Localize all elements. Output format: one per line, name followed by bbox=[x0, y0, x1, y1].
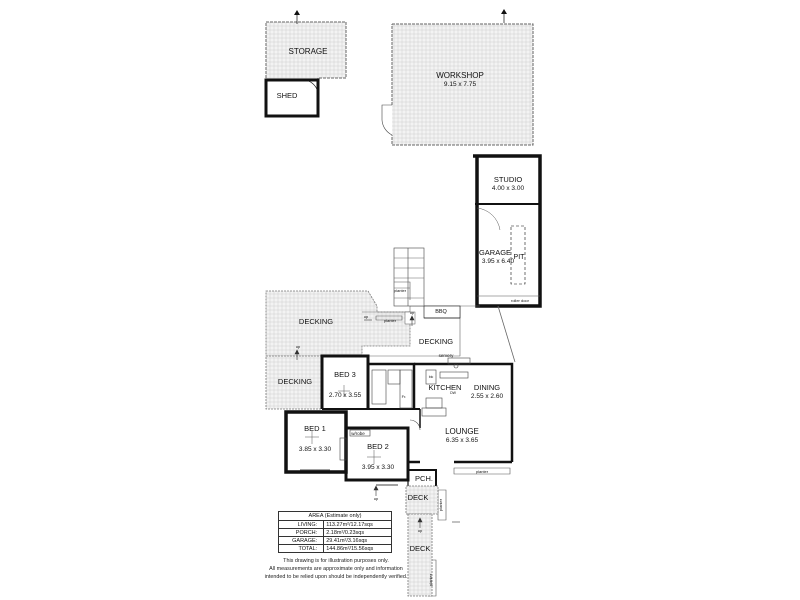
up-label-3: up bbox=[364, 314, 369, 319]
kitchen-label: KITCHEN bbox=[429, 383, 462, 392]
dining-dims: 2.55 x 2.60 bbox=[471, 393, 504, 400]
planter-label-1: planter bbox=[384, 318, 397, 323]
bed3-dims: 2.70 x 3.55 bbox=[329, 392, 362, 399]
deck-lower bbox=[405, 485, 439, 597]
porch-label: PCH. bbox=[415, 474, 433, 483]
decking-label-3: DECKING bbox=[278, 377, 312, 386]
planter-label-3: planter bbox=[394, 288, 407, 293]
bed2-label: BED 2 bbox=[367, 442, 389, 451]
area-label: TOTAL: bbox=[277, 544, 325, 553]
shed bbox=[264, 78, 320, 118]
deck-label-1: DECK bbox=[408, 493, 429, 502]
area-value: 2.18m²/0.23sqs bbox=[323, 528, 392, 537]
fridge-label: Fr. bbox=[402, 394, 407, 399]
main-house-walls bbox=[284, 354, 514, 486]
bbq-label: BBQ bbox=[435, 309, 447, 315]
studio-dims: 4.00 x 3.00 bbox=[492, 185, 525, 192]
disclaimer-line-2: All measurements are approximate only an… bbox=[269, 566, 403, 572]
area-row-total: TOTAL: 144.86m²/15.56sqs bbox=[277, 544, 392, 553]
light-marks bbox=[305, 385, 381, 464]
dw-label: DW bbox=[450, 391, 457, 395]
area-row-garage: GARAGE: 29.41m²/3.16sqs bbox=[277, 536, 392, 545]
studio-garage-walls bbox=[473, 154, 542, 308]
deck-label-2: DECK bbox=[410, 544, 431, 553]
up-label-5: up bbox=[418, 528, 423, 533]
storage-label: STORAGE bbox=[289, 47, 328, 56]
roller-door-label: roller door bbox=[511, 298, 530, 303]
planter-label-4: planter bbox=[438, 498, 443, 511]
garage-label: GARAGE bbox=[479, 248, 511, 257]
lounge-label: LOUNGE bbox=[445, 427, 479, 436]
bed1-dims: 3.85 x 3.30 bbox=[299, 446, 332, 453]
servery-label: servery bbox=[439, 353, 455, 358]
planter-label-5: planter bbox=[428, 573, 433, 586]
shed-label: SHED bbox=[277, 91, 298, 100]
area-table-title: AREA (Estimate only) bbox=[278, 511, 392, 520]
area-value: 113.27m²/12.17sqs bbox=[323, 520, 392, 529]
north-arrow-1 bbox=[294, 10, 300, 24]
decking-upper bbox=[265, 290, 411, 357]
workshop-dims: 9.15 x 7.75 bbox=[444, 81, 477, 88]
planter-label-2: planter bbox=[476, 469, 489, 474]
studio-label: STUDIO bbox=[494, 175, 523, 184]
up-label-2: up bbox=[410, 310, 415, 315]
area-label: LIVING: bbox=[277, 520, 325, 529]
up-arrows bbox=[294, 315, 460, 528]
disclaimer-line-3: intended to be relied upon should be ind… bbox=[264, 574, 408, 580]
bed2-dims: 3.95 x 3.30 bbox=[362, 464, 395, 471]
area-row-porch: PORCH: 2.18m²/0.23sqs bbox=[277, 528, 392, 537]
up-label-4: up bbox=[374, 496, 379, 501]
area-label: PORCH: bbox=[277, 528, 325, 537]
area-row-living: LIVING: 113.27m²/12.17sqs bbox=[277, 520, 392, 529]
area-label: GARAGE: bbox=[277, 536, 325, 545]
disclaimer-line-1: This drawing is for illustration purpose… bbox=[283, 558, 389, 564]
interior-fittings bbox=[300, 357, 471, 486]
bic-label: bic bbox=[429, 375, 434, 379]
disclaimer: This drawing is for illustration purpose… bbox=[262, 557, 410, 581]
bed3-label: BED 3 bbox=[334, 370, 356, 379]
dining-label: DINING bbox=[474, 383, 500, 392]
decking-center-outline bbox=[362, 305, 516, 363]
bed1-label: BED 1 bbox=[304, 424, 326, 433]
decking-label-2: DECKING bbox=[419, 337, 453, 346]
pit-label: PIT bbox=[514, 254, 526, 261]
stairs bbox=[393, 247, 425, 325]
area-value: 29.41m²/3.16sqs bbox=[323, 536, 392, 545]
decking-label-1: DECKING bbox=[299, 317, 333, 326]
up-label-1: up bbox=[296, 344, 301, 349]
garage-dims: 3.95 x 6.40 bbox=[482, 258, 515, 265]
area-value: 144.86m²/15.56sqs bbox=[323, 544, 392, 553]
lounge-dims: 6.35 x 3.65 bbox=[446, 437, 479, 444]
workshop-label: WORKSHOP bbox=[436, 71, 484, 80]
north-arrow-2 bbox=[501, 9, 507, 23]
workshop bbox=[381, 23, 534, 146]
area-table-grid: LIVING: 113.27m²/12.17sqs PORCH: 2.18m²/… bbox=[277, 520, 392, 553]
robe-label: w/robe bbox=[351, 431, 365, 436]
area-table: AREA (Estimate only) LIVING: 113.27m²/12… bbox=[277, 511, 392, 553]
